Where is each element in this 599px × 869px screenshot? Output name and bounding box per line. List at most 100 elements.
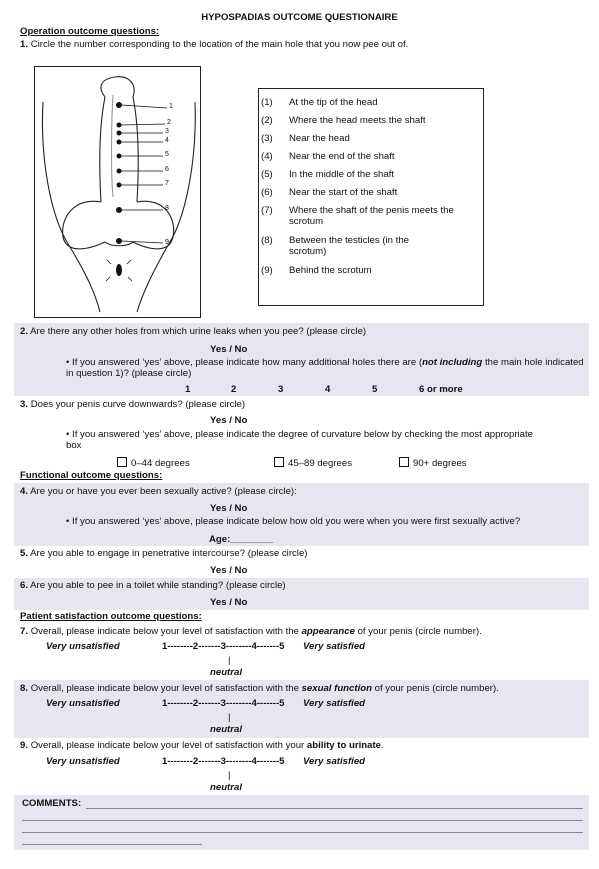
comments-band	[14, 795, 589, 850]
followup-text: If you answered ‘yes’ above, please indi…	[66, 429, 533, 451]
question-6: 6. Are you able to pee in a toilet while…	[20, 580, 286, 591]
satisfaction-scale[interactable]: 1--------2-------3--------4-------5	[162, 641, 285, 652]
checkbox[interactable]	[274, 457, 284, 467]
scale-tick: |	[228, 655, 231, 666]
question-number: 4.	[20, 486, 29, 497]
question-number: 6.	[20, 580, 29, 591]
question-text-end: of your penis (circle number).	[354, 626, 482, 637]
option-2: (2) Where the head meets the shaft	[261, 115, 469, 126]
followup-text-end: the main hole indicated in question 1)? …	[66, 357, 584, 379]
followup-text: If you answered ‘yes’ above, please indi…	[72, 516, 521, 527]
question-2-followup: • If you answered ‘yes’ above, please in…	[66, 357, 584, 379]
yes-no-choice[interactable]: Yes / No	[210, 503, 248, 514]
option-number: (5)	[261, 169, 273, 180]
question-text-end: of your penis (circle number).	[371, 683, 499, 694]
checkbox[interactable]	[117, 457, 127, 467]
comments-line-1[interactable]	[86, 808, 583, 809]
option-text: Where the shaft of the penis meets the s…	[289, 205, 454, 227]
scale-high-label: Very satisfied	[303, 698, 366, 709]
anatomy-drawing	[41, 76, 196, 313]
option-1: (1) At the tip of the head	[261, 97, 469, 108]
question-text-start: Overall, please indicate below your leve…	[30, 740, 307, 751]
option-number: (9)	[261, 265, 273, 276]
diagram-label-3: 3	[165, 128, 169, 135]
question-8: 8. Overall, please indicate below your l…	[20, 683, 499, 694]
option-text: Behind the scrotum	[289, 265, 372, 276]
section-heading-satisfaction: Patient satisfaction outcome questions:	[20, 611, 202, 622]
option-number: (8)	[261, 235, 273, 246]
option-number: (1)	[261, 97, 273, 108]
question-text: Does your penis curve downwards? (please…	[30, 399, 246, 410]
count-option-3[interactable]: 3	[278, 384, 284, 395]
count-option-5[interactable]: 5	[372, 384, 378, 395]
curvature-option-45-89[interactable]: 45–89 degrees	[274, 457, 352, 469]
yes-no-choice[interactable]: Yes / No	[210, 415, 248, 426]
question-4-band	[14, 483, 589, 546]
satisfaction-scale[interactable]: 1--------2-------3--------4-------5	[162, 698, 285, 709]
option-number: (2)	[261, 115, 273, 126]
scale-neutral-label: neutral	[210, 782, 242, 793]
question-number: 8.	[20, 683, 29, 694]
scale-low-label: Very unsatisfied	[46, 698, 120, 709]
comments-line-3[interactable]	[22, 832, 583, 833]
count-option-2[interactable]: 2	[231, 384, 237, 395]
question-text: Are you or have you ever been sexually a…	[30, 486, 297, 497]
yes-no-choice[interactable]: Yes / No	[210, 344, 248, 355]
curvature-option-90-plus[interactable]: 90+ degrees	[399, 457, 467, 469]
comments-line-2[interactable]	[22, 820, 583, 821]
count-option-6-or-more[interactable]: 6 or more	[419, 384, 463, 395]
question-number: 9.	[20, 740, 29, 751]
question-text-start: Overall, please indicate below your leve…	[30, 683, 302, 694]
section-heading-functional: Functional outcome questions:	[20, 470, 163, 481]
diagram-label-5: 5	[165, 151, 169, 158]
question-number: 7.	[20, 626, 29, 637]
section-heading-operation: Operation outcome questions:	[20, 26, 160, 37]
scale-neutral-label: neutral	[210, 724, 242, 735]
yes-no-choice[interactable]: Yes / No	[210, 565, 248, 576]
diagram-label-4: 4	[165, 137, 169, 144]
scale-low-label: Very unsatisfied	[46, 756, 120, 767]
question-number: 5.	[20, 548, 29, 559]
question-2: 2. Are there any other holes from which …	[20, 326, 366, 337]
count-option-4[interactable]: 4	[325, 384, 331, 395]
scale-neutral-label: neutral	[210, 667, 242, 678]
checkbox[interactable]	[399, 457, 409, 467]
question-6-band	[14, 578, 589, 610]
count-option-1[interactable]: 1	[185, 384, 191, 395]
question-emphasis: ability to urinate	[306, 740, 382, 751]
question-emphasis: sexual function	[301, 683, 372, 694]
option-text: Near the end of the shaft	[289, 151, 395, 162]
question-7: 7. Overall, please indicate below your l…	[20, 626, 482, 637]
comments-line-4[interactable]	[22, 844, 202, 845]
scale-tick: |	[228, 712, 231, 723]
anatomy-diagram: 1 2 3 4 5 6 7 8 9	[34, 66, 201, 318]
question-5: 5. Are you able to engage in penetrative…	[20, 548, 307, 559]
option-number: (6)	[261, 187, 273, 198]
question-text-end: .	[381, 740, 384, 751]
option-text: In the middle of the shaft	[289, 169, 395, 180]
question-text-start: Overall, please indicate below your leve…	[30, 626, 302, 637]
yes-no-choice[interactable]: Yes / No	[210, 597, 248, 608]
age-field[interactable]: Age:________	[209, 534, 274, 545]
question-3: 3. Does your penis curve downwards? (ple…	[20, 399, 245, 410]
diagram-label-8: 8	[165, 205, 169, 212]
followup-emphasis: not including	[422, 357, 483, 368]
diagram-label-9: 9	[165, 239, 169, 246]
satisfaction-scale[interactable]: 1--------2-------3--------4-------5	[162, 756, 285, 767]
option-9: (9) Behind the scrotum	[261, 265, 469, 276]
diagram-label-2: 2	[167, 119, 171, 126]
curvature-option-0-44[interactable]: 0–44 degrees	[117, 457, 190, 469]
question-4-followup: • If you answered ‘yes’ above, please in…	[66, 516, 521, 527]
page-title: HYPOSPADIAS OUTCOME QUESTIONAIRE	[201, 12, 398, 23]
question-9: 9. Overall, please indicate below your l…	[20, 740, 384, 751]
checkbox-label: 45–89 degrees	[288, 458, 353, 469]
option-3: (3)Near the head	[261, 133, 469, 144]
question-number: 2.	[20, 326, 29, 337]
diagram-label-1: 1	[169, 103, 173, 110]
question-4: 4. Are you or have you ever been sexuall…	[20, 486, 297, 497]
option-text: At the tip of the head	[289, 97, 378, 108]
option-number: (4)	[261, 151, 273, 162]
location-options-box: (1) At the tip of the head (2) Where the h…	[258, 88, 484, 306]
checkbox-label: 90+ degrees	[413, 458, 467, 469]
option-text: Where the head meets the shaft	[289, 115, 426, 126]
